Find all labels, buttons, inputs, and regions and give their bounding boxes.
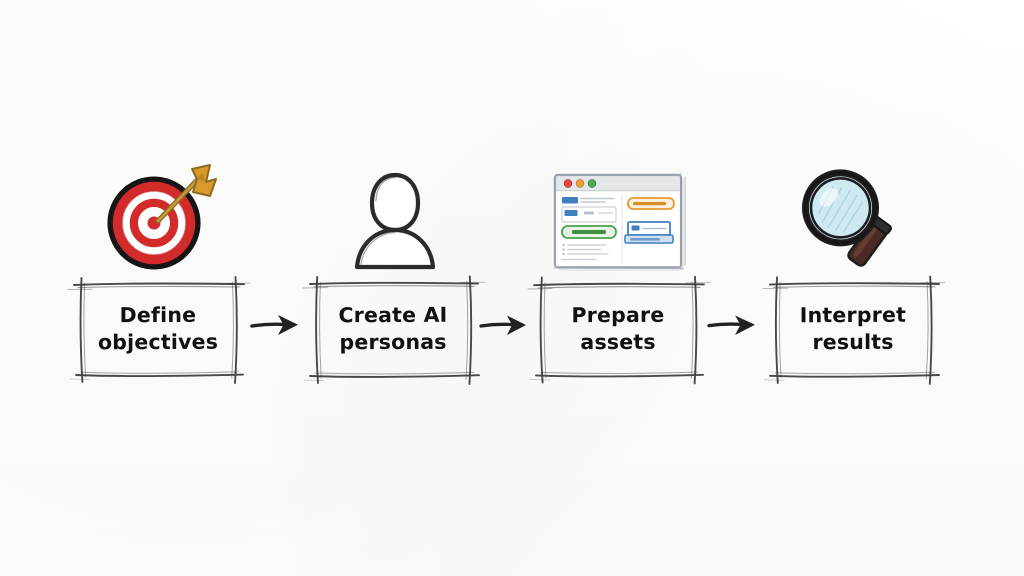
step-1-box[interactable]: Define objectives: [67, 276, 251, 384]
step-4-line2: results: [812, 329, 894, 355]
process-step-2[interactable]: Create AI personas: [302, 0, 486, 576]
step-3-label: Prepare assets: [540, 283, 696, 376]
step-1-label: Define objectives: [80, 283, 236, 376]
sketch-border: [302, 275, 486, 385]
step-1-line2: objectives: [97, 329, 219, 355]
browser-window-assets-icon: [540, 163, 700, 275]
sketch-border: [762, 275, 946, 385]
magnifying-glass-icon: [775, 163, 935, 275]
step-4-box[interactable]: Interpret results: [762, 275, 946, 385]
step-3-line2: assets: [580, 329, 656, 355]
sketch-border: [67, 276, 251, 384]
step-2-line1: Create AI: [338, 302, 448, 327]
user-persona-icon: [315, 163, 475, 275]
step-4-label: Interpret results: [775, 283, 931, 376]
step-3-box[interactable]: Prepare assets: [527, 275, 711, 385]
process-step-4[interactable]: Interpret results: [762, 0, 946, 576]
step-2-line2: personas: [339, 329, 447, 355]
step-1-line1: Define: [119, 302, 197, 327]
process-step-1[interactable]: Define objectives: [67, 0, 251, 576]
step-2-label: Create AI personas: [315, 283, 471, 376]
step-3-line1: Prepare: [571, 302, 665, 327]
connector-arrow-2: [476, 305, 536, 345]
step-2-box[interactable]: Create AI personas: [302, 275, 486, 385]
connector-arrow-3: [705, 305, 765, 345]
connector-arrow-1: [248, 305, 308, 345]
process-step-3[interactable]: Prepare assets: [527, 0, 711, 576]
step-4-line1: Interpret: [799, 302, 907, 327]
target-dartboard-icon: [80, 163, 240, 275]
sketch-border: [527, 275, 711, 385]
